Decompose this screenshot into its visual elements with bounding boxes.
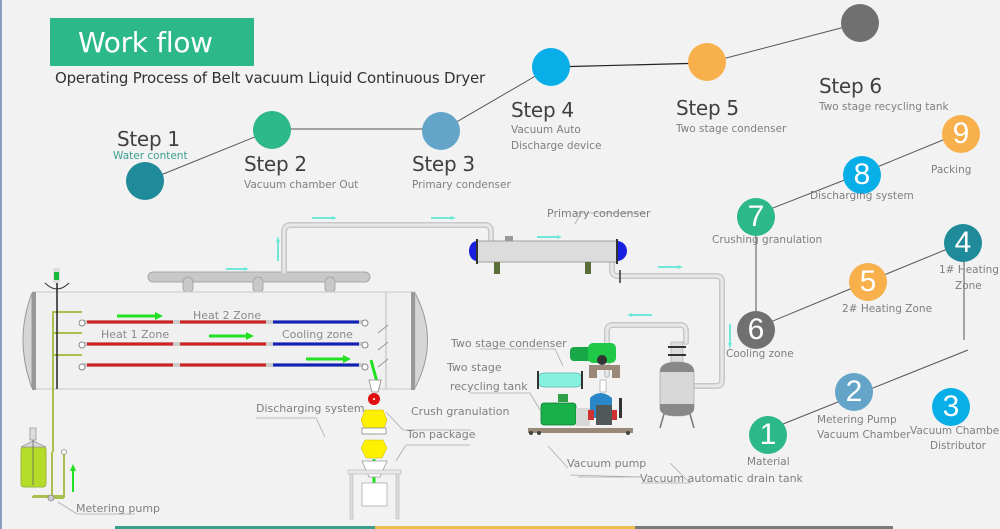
step-3-circle bbox=[422, 112, 460, 150]
belts bbox=[78, 319, 369, 371]
number-1-label: Material bbox=[747, 456, 790, 468]
number-5-circle: 5 bbox=[849, 263, 887, 301]
leader-lines bbox=[57, 212, 691, 515]
number-3-circle: 3 bbox=[932, 388, 970, 426]
step-6-sub: Two stage recycling tank bbox=[819, 101, 949, 113]
step-2-circle bbox=[253, 111, 291, 149]
step-3-sub: Primary condenser bbox=[412, 179, 511, 191]
metering-pump-piping bbox=[33, 452, 65, 497]
number-9-circle: 9 bbox=[942, 115, 980, 153]
step-6-title: Step 6 bbox=[819, 74, 882, 98]
number-4-label-line2: Zone bbox=[955, 280, 982, 292]
number-2-label-line1: Metering Pump bbox=[817, 414, 897, 426]
step-6-circle bbox=[841, 4, 879, 42]
two-stage-recycling-label-line2: recycling tank bbox=[450, 380, 528, 393]
metering-pump-label: Metering pump bbox=[76, 502, 161, 515]
step-4-title: Step 4 bbox=[511, 98, 574, 122]
agitator bbox=[44, 268, 70, 389]
step-3-title: Step 3 bbox=[412, 152, 475, 176]
number-4-circle: 4 bbox=[944, 224, 982, 262]
belt-2 bbox=[78, 341, 369, 349]
number-7-circle: 7 bbox=[737, 198, 775, 236]
number-7-label: Crushing granulation bbox=[712, 234, 823, 246]
page-subtitle: Operating Process of Belt vacuum Liquid … bbox=[55, 69, 485, 87]
drying-chamber bbox=[22, 291, 428, 390]
step-circles bbox=[126, 4, 879, 200]
number-6-label: Cooling zone bbox=[726, 348, 794, 360]
vacuum-drain-tank bbox=[659, 341, 695, 429]
number-3-label-line1: Vacuum Chamber bbox=[910, 425, 1000, 437]
number-1-circle: 1 bbox=[749, 416, 787, 454]
step-2-sub: Vacuum chamber Out bbox=[244, 179, 359, 191]
primary-condenser bbox=[469, 236, 627, 283]
step-5-sub: Two stage condenser bbox=[676, 123, 787, 135]
vacuum-pump-skid bbox=[528, 343, 633, 435]
step-5-circle bbox=[688, 43, 726, 81]
step-2-title: Step 2 bbox=[244, 152, 307, 176]
step-1-title: Step 1 bbox=[117, 127, 180, 151]
number-5-label: 2# Heating Zone bbox=[842, 303, 933, 315]
discharge-column bbox=[347, 379, 402, 520]
number-2-circle: 2 bbox=[835, 373, 873, 411]
top-manifold bbox=[147, 271, 371, 294]
number-6-circle: 6 bbox=[737, 311, 775, 349]
cooling-zone-label: Cooling zone bbox=[282, 328, 353, 341]
vacuum-pump-label: Vacuum pump bbox=[567, 457, 647, 470]
number-9-label: Packing bbox=[931, 164, 972, 176]
heat-2-zone-label: Heat 2 Zone bbox=[193, 309, 262, 322]
step-4-sub-line1: Vacuum Auto bbox=[511, 124, 581, 136]
belt-1 bbox=[78, 319, 369, 327]
title-banner bbox=[50, 18, 254, 66]
primary-condenser-label: Primary condenser bbox=[547, 207, 651, 220]
page-title: Work flow bbox=[78, 26, 213, 59]
two-stage-recycling-label-line1: Two stage bbox=[447, 361, 502, 374]
crush-granulation-label: Crush granulation bbox=[411, 405, 510, 418]
number-4-label-line1: 1# Heating bbox=[939, 264, 999, 276]
number-8-label: Discharging system bbox=[810, 190, 914, 202]
step-connectors bbox=[145, 22, 861, 182]
footer-bar bbox=[115, 526, 893, 529]
two-stage-condenser-label: Two stage condenser bbox=[451, 337, 567, 350]
belt-3 bbox=[78, 363, 369, 371]
vacuum-drain-tank-label: Vacuum automatic drain tank bbox=[640, 472, 803, 485]
number-3-label-line2: Distributor bbox=[930, 440, 987, 452]
step-1-circle bbox=[126, 162, 164, 200]
step-4-sub-line2: Discharge device bbox=[511, 140, 602, 152]
vapor-arrows bbox=[226, 216, 732, 349]
step-5-title: Step 5 bbox=[676, 96, 739, 120]
number-8-circle: 8 bbox=[843, 156, 881, 194]
vapor-pipes-inner bbox=[282, 223, 724, 388]
number-2-label-line2: Vacuum Chamber bbox=[817, 429, 911, 441]
ton-package-label: Ton package bbox=[407, 428, 476, 441]
heat-1-zone-label: Heat 1 Zone bbox=[101, 328, 170, 341]
step-1-sub: Water content bbox=[113, 150, 188, 162]
step-4-circle bbox=[532, 48, 570, 86]
feed-tank bbox=[20, 427, 67, 502]
discharging-system-label: Discharging system bbox=[256, 402, 365, 415]
left-edge-line bbox=[0, 0, 2, 529]
